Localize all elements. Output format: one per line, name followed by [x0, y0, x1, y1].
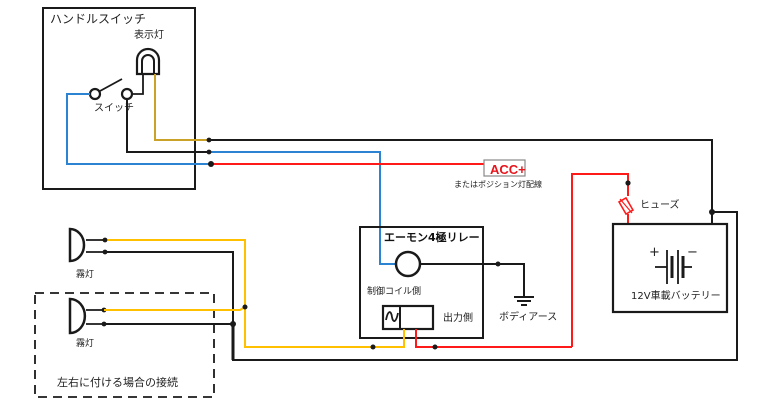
wire-fog1-ground — [105, 251, 234, 325]
coil-side-label: 制御コイル側 — [367, 285, 421, 297]
handle-switch-box: ハンドルスイッチ 表示灯 スイッチ — [42, 7, 196, 190]
wire-switch-black — [126, 99, 210, 153]
acc-plus-label: ACC+ — [490, 162, 526, 177]
battery-box: + − 12V車載バッテリー — [611, 222, 729, 314]
wire-to-relay-coil — [210, 151, 396, 265]
dual-connection-label: 左右に付ける場合の接続 — [57, 375, 178, 389]
fog-lamp-2-label: 霧灯 — [76, 338, 94, 349]
handle-switch-label: ハンドルスイッチ — [50, 12, 146, 26]
junction-dot — [625, 180, 631, 186]
battery-plus-label: + — [649, 245, 660, 260]
fog-lamp-1: 霧灯 — [68, 227, 108, 280]
junction-dot — [432, 344, 438, 350]
relay-coil-icon — [394, 250, 422, 278]
junction-dot — [370, 344, 376, 350]
handle-switch-frame — [42, 7, 196, 190]
junction-dot — [206, 137, 212, 143]
junction-dot — [242, 304, 248, 310]
fog-lamp-1-label: 霧灯 — [76, 269, 94, 280]
indicator-lamp-label: 表示灯 — [134, 28, 164, 41]
junction-dot — [206, 149, 212, 155]
switch-label: スイッチ — [94, 102, 134, 114]
fuse-label: ヒューズ — [640, 198, 680, 211]
output-side-label: 出力側 — [443, 311, 473, 324]
junction-dot — [102, 237, 108, 243]
wire-output-yellow — [102, 239, 405, 348]
wire-fog2-yellow — [104, 306, 246, 311]
wire-switch-blue — [66, 93, 212, 165]
switch-icon — [88, 78, 134, 101]
body-ground-label: ボディアース — [499, 310, 557, 323]
wire-ground-top — [210, 139, 713, 212]
relay-frame — [359, 226, 484, 339]
fog-lamp-icon — [68, 297, 87, 335]
acc-note-label: またはポジション灯配線 — [454, 179, 542, 189]
relay-output-icon — [381, 304, 435, 331]
fuse-icon — [617, 196, 635, 224]
battery-icon — [655, 250, 692, 284]
wire-coil-ground — [420, 263, 525, 296]
wire-lamp-to-switch — [132, 74, 144, 95]
battery-frame — [611, 222, 729, 314]
junction-dot — [208, 161, 214, 167]
wire-output-red — [415, 329, 572, 348]
junction-dot — [495, 261, 501, 267]
wire-lamp-ochre — [154, 74, 210, 141]
battery-label: 12V車載バッテリー — [631, 289, 721, 302]
junction-dot — [709, 209, 715, 215]
relay-label: エーモン4極リレー — [384, 230, 480, 244]
dual-connection-region — [34, 292, 215, 398]
ground-icon — [514, 296, 534, 306]
fog-lamp-icon — [68, 227, 86, 263]
relay-box: エーモン4極リレー 制御コイル側 出力側 — [359, 226, 484, 339]
fog-lamp-2: 霧灯 — [68, 297, 107, 349]
acc-plus-terminal: ACC+ — [483, 159, 526, 177]
battery-minus-label: − — [687, 245, 698, 260]
indicator-lamp-icon — [135, 47, 161, 76]
